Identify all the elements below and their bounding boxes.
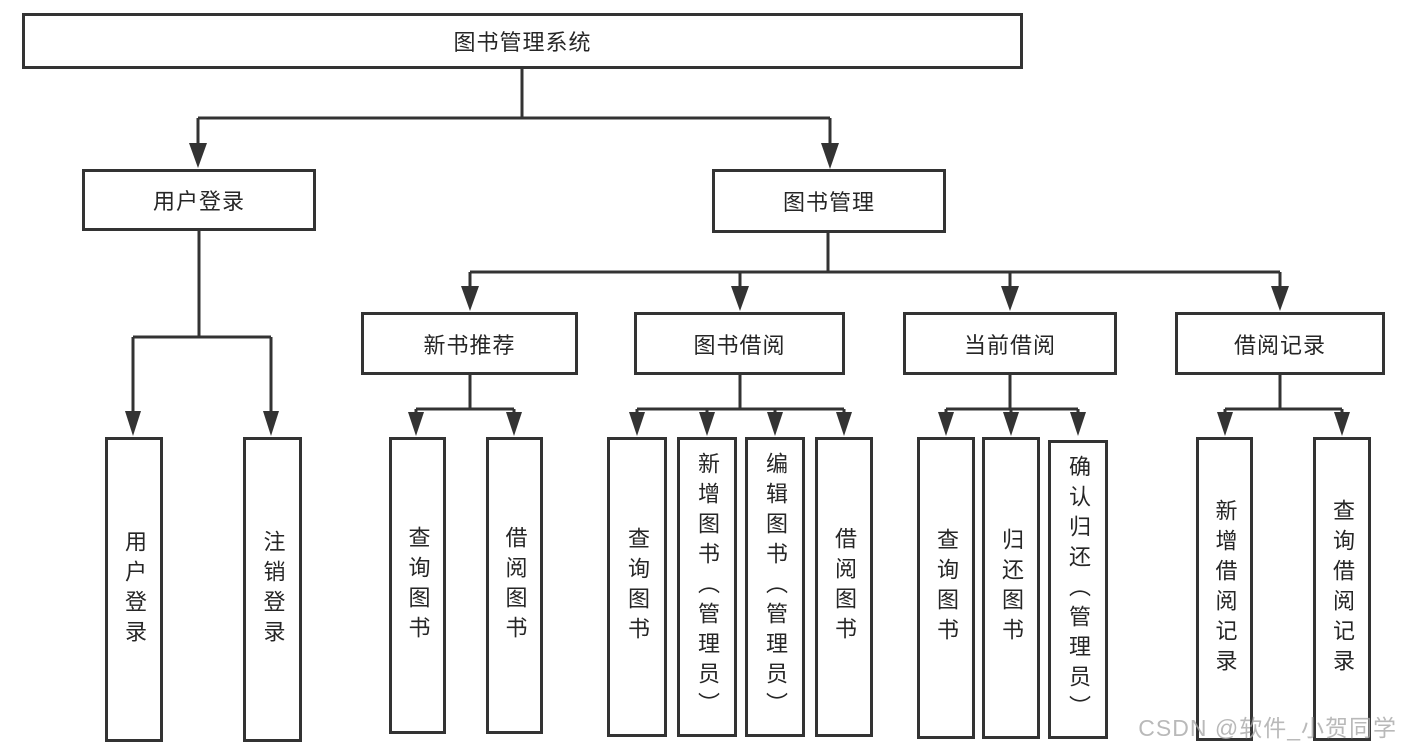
leaf-user-login: 用户登录 [105,437,163,742]
node-user-login-branch: 用户登录 [82,169,316,231]
node-book-borrow-label: 图书借阅 [693,332,786,358]
node-borrow-records-label: 借阅记录 [1233,332,1326,358]
leaf-g3-query-books-label: 查询图书 [934,528,959,648]
leaf-g3-return-books: 归还图书 [982,437,1040,739]
leaf-g4-query-borrow-record: 查询借阅记录 [1313,437,1371,741]
node-book-management-branch-label: 图书管理 [782,190,875,215]
leaf-g1-borrow-books: 借阅图书 [486,437,543,734]
node-root-system-label: 图书管理系统 [453,30,592,55]
leaf-g2-add-books-admin-label: 新增图书（管理员） [695,452,720,722]
leaf-g2-edit-books-admin-label: 编辑图书（管理员） [763,452,788,722]
leaf-g2-query-books: 查询图书 [607,437,667,737]
leaf-logout-label: 注销登录 [260,529,286,650]
leaf-user-login-label: 用户登录 [122,529,147,650]
node-user-login-branch-label: 用户登录 [152,189,245,214]
node-new-book-recommend-label: 新书推荐 [423,332,516,358]
leaf-g3-confirm-return-admin: 确认归还（管理员） [1048,440,1108,739]
leaf-g4-query-borrow-record-label: 查询借阅记录 [1330,499,1355,679]
node-new-book-recommend: 新书推荐 [361,312,578,375]
leaf-g2-borrow-books: 借阅图书 [815,437,873,737]
leaf-g4-add-borrow-record-label: 新增借阅记录 [1212,499,1238,679]
leaf-g1-query-books: 查询图书 [389,437,446,734]
node-current-borrow: 当前借阅 [903,312,1117,375]
node-current-borrow-label: 当前借阅 [963,332,1056,358]
leaf-g1-query-books-label: 查询图书 [405,525,431,646]
leaf-g4-add-borrow-record: 新增借阅记录 [1196,437,1253,741]
node-book-management-branch: 图书管理 [712,169,946,233]
leaf-g1-borrow-books-label: 借阅图书 [502,525,528,646]
leaf-logout: 注销登录 [243,437,302,742]
leaf-g2-edit-books-admin: 编辑图书（管理员） [745,437,805,737]
leaf-g3-query-books: 查询图书 [917,437,975,739]
leaf-g3-return-books-label: 归还图书 [999,528,1024,648]
leaf-g2-query-books-label: 查询图书 [625,527,650,647]
arrowheads [125,143,1350,436]
leaf-g2-borrow-books-label: 借阅图书 [832,527,857,647]
leaf-g3-confirm-return-admin-label: 确认归还（管理员） [1066,454,1091,725]
leaf-g2-add-books-admin: 新增图书（管理员） [677,437,737,737]
node-root-system: 图书管理系统 [22,13,1023,69]
node-borrow-records: 借阅记录 [1175,312,1385,375]
node-book-borrow: 图书借阅 [634,312,845,375]
